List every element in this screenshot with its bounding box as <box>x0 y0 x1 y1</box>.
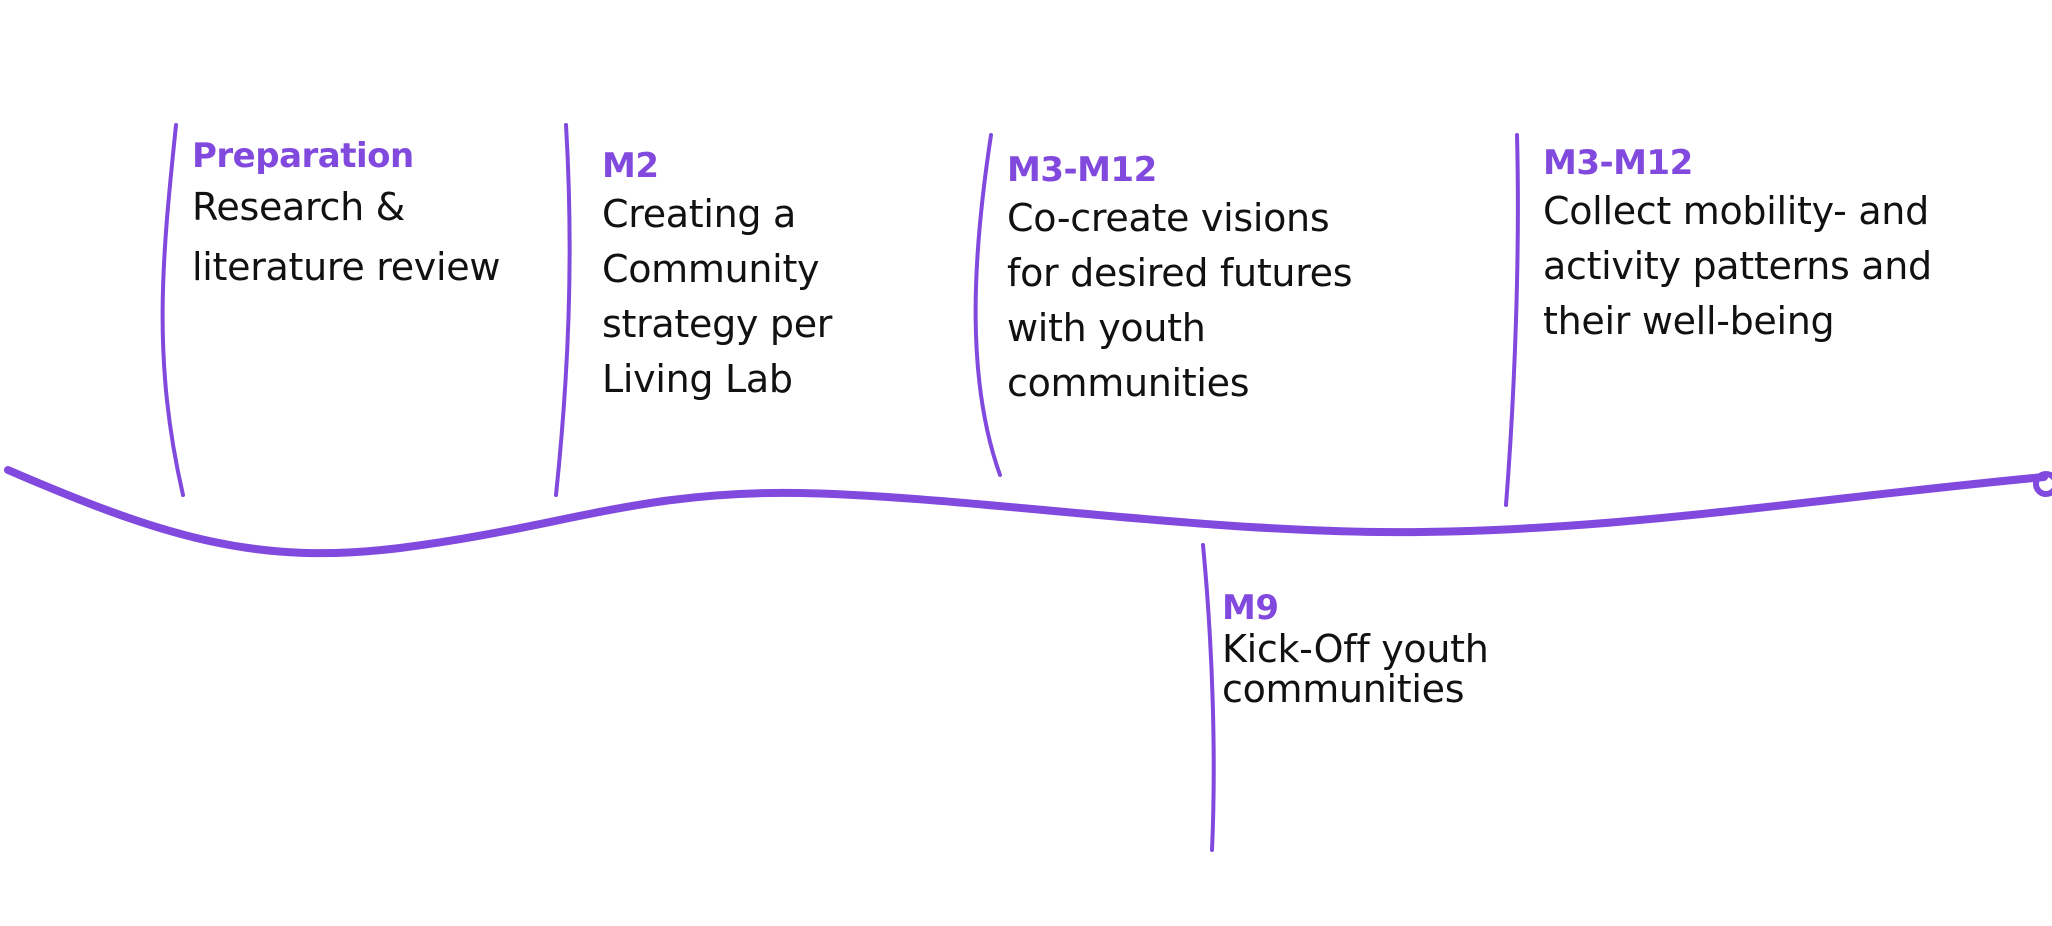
timeline-end-marker <box>2033 471 2052 497</box>
marker-line-m3-visions <box>973 133 1002 477</box>
milestone-label: M3-M12 <box>1543 143 1693 183</box>
milestone-label: M9 <box>1222 588 1279 628</box>
milestone-description: Research & literature review <box>192 184 501 289</box>
marker-line-m3-collect <box>1504 133 1520 507</box>
marker-line-m9 <box>1201 543 1216 852</box>
milestone-m2: M2 Creating a Community strategy per Liv… <box>602 146 832 407</box>
timeline-wave <box>4 466 2048 558</box>
milestone-description: Collect mobility- and activity patterns … <box>1543 188 1932 343</box>
milestone-description: Kick-Off youth communities <box>1222 626 1489 711</box>
milestone-preparation: Preparation Research & literature review <box>192 136 500 297</box>
milestone-m9: M9 Kick-Off youth communities <box>1222 588 1489 709</box>
milestone-m3-m12-visions: M3-M12 Co-create visions for desired fut… <box>1007 150 1353 411</box>
milestone-label: M3-M12 <box>1007 150 1157 190</box>
milestone-description: Creating a Community strategy per Living… <box>602 191 833 401</box>
milestone-description: Co-create visions for desired futures wi… <box>1007 195 1353 405</box>
marker-line-preparation <box>160 123 185 497</box>
milestone-label: M2 <box>602 146 659 186</box>
milestone-m3-m12-collect: M3-M12 Collect mobility- and activity pa… <box>1543 143 1932 349</box>
milestone-label: Preparation <box>192 136 414 176</box>
marker-line-m2 <box>554 123 572 497</box>
